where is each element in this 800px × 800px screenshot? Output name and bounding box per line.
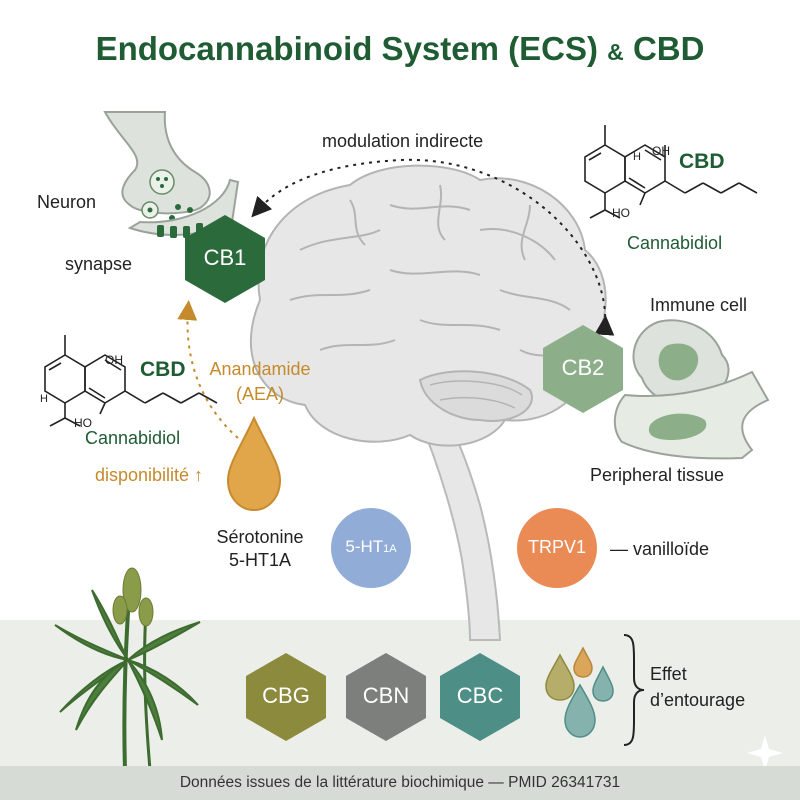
molecule-right-ho: HO — [612, 206, 630, 220]
entourage-label-line2: d’entourage — [650, 690, 746, 710]
cb2-label: CB2 — [561, 355, 605, 380]
cbd-molecule-left — [44, 335, 218, 427]
molecule-right-name: CBD — [679, 150, 725, 173]
cbg-hexagon — [246, 653, 326, 741]
peripheral-tissue-illustration — [613, 370, 770, 460]
anandamide-label-line1: Anandamide — [209, 359, 311, 379]
immune-cell-illustration — [632, 319, 730, 406]
cbc-label: CBC — [456, 683, 504, 708]
molecule-left-subtitle: Cannabidiol — [85, 428, 181, 448]
ht1a-label: 5-HT1A — [345, 537, 397, 556]
droplet-olive — [545, 653, 575, 701]
trpv1-receptor — [517, 508, 597, 588]
cb1-label: CB1 — [203, 245, 247, 270]
cbn-hexagon — [346, 653, 426, 741]
droplet-amber — [573, 646, 593, 678]
ht1a-receptor — [331, 508, 411, 588]
anandamide-drop — [226, 415, 282, 512]
molecule-right-h: H — [633, 151, 641, 163]
trpv1-label: TRPV1 — [527, 537, 587, 557]
cbn-label: CBN — [362, 683, 410, 708]
neuron-label: Neuron — [37, 192, 97, 212]
vanilloide-label: — vanilloïde — [610, 539, 710, 559]
droplet-teal-large — [564, 683, 596, 738]
molecule-left-h: H — [40, 393, 48, 405]
anandamide-arrow — [177, 300, 239, 439]
disponibilite-label: disponibilité ↑ — [95, 465, 204, 485]
serotonine-label-line1: Sérotonine — [216, 527, 304, 547]
sparkle-icon — [747, 735, 783, 771]
page-title: Endocannabinoid System (ECS) & CBD — [95, 30, 705, 67]
hemp-plant-illustration — [54, 567, 201, 771]
peripheral-tissue-label: Peripheral tissue — [590, 465, 725, 485]
neuron-synapse-illustration — [103, 111, 240, 238]
entourage-brace — [623, 634, 645, 746]
molecule-left-name: CBD — [140, 358, 186, 381]
footer-source: Données issues de la littérature biochim… — [0, 766, 800, 800]
molecule-right-subtitle: Cannabidiol — [627, 233, 723, 253]
molecule-right-oh: OH — [652, 144, 670, 158]
cb2-receptor — [543, 325, 623, 413]
synapse-label: synapse — [65, 254, 133, 274]
immune-cell-label: Immune cell — [650, 295, 748, 315]
molecule-left-oh: OH — [105, 353, 123, 367]
cbd-molecule-right — [584, 125, 758, 219]
anandamide-label-line2: (AEA) — [235, 384, 284, 404]
serotonine-label-line2: 5-HT1A — [228, 550, 291, 570]
cbc-hexagon — [440, 653, 520, 741]
cbg-label: CBG — [262, 683, 310, 708]
modulation-label: modulation indirecte — [322, 131, 484, 151]
droplet-teal-small — [592, 665, 614, 702]
molecule-left-ho: HO — [74, 416, 92, 430]
brain-stem — [418, 419, 502, 641]
cb1-receptor — [185, 215, 265, 303]
entourage-label-line1: Effet — [650, 664, 687, 684]
